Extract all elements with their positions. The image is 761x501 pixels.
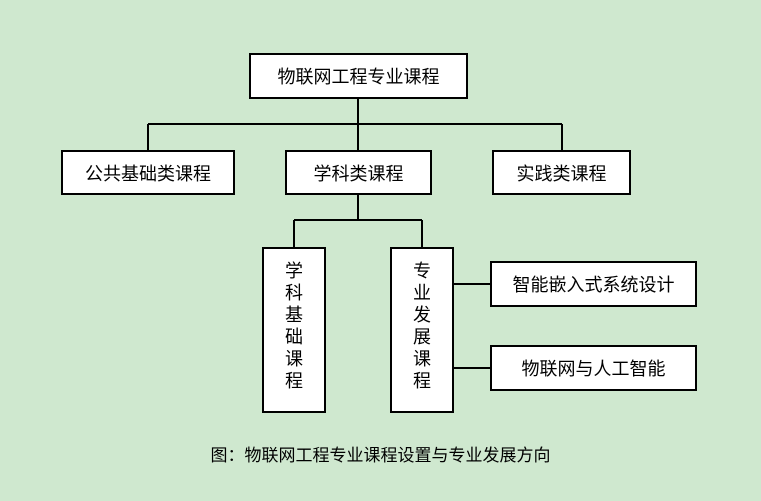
node-professional-development-courses-label: 专业发展课程 (413, 261, 431, 392)
node-root-label: 物联网工程专业课程 (277, 67, 440, 88)
node-public-basic-courses-label: 公共基础类课程 (85, 163, 211, 185)
node-discipline-courses-label: 学科类课程 (313, 163, 404, 185)
node-discipline-courses: 学科类课程 (285, 150, 432, 195)
node-iot-and-ai-label: 物联网与人工智能 (521, 359, 666, 380)
node-practice-courses-label: 实践类课程 (516, 163, 607, 185)
node-discipline-basic-courses: 学科基础课程 (262, 247, 326, 413)
node-root: 物联网工程专业课程 (249, 53, 468, 99)
node-embedded-system-design-label: 智能嵌入式系统设计 (512, 275, 675, 296)
node-iot-and-ai: 物联网与人工智能 (490, 345, 697, 391)
figure-caption: 图：物联网工程专业课程设置与专业发展方向 (210, 446, 551, 466)
node-professional-development-courses: 专业发展课程 (390, 247, 454, 413)
node-embedded-system-design: 智能嵌入式系统设计 (490, 261, 697, 307)
node-public-basic-courses: 公共基础类课程 (61, 150, 235, 195)
node-practice-courses: 实践类课程 (492, 150, 631, 195)
node-discipline-basic-courses-label: 学科基础课程 (285, 261, 303, 392)
